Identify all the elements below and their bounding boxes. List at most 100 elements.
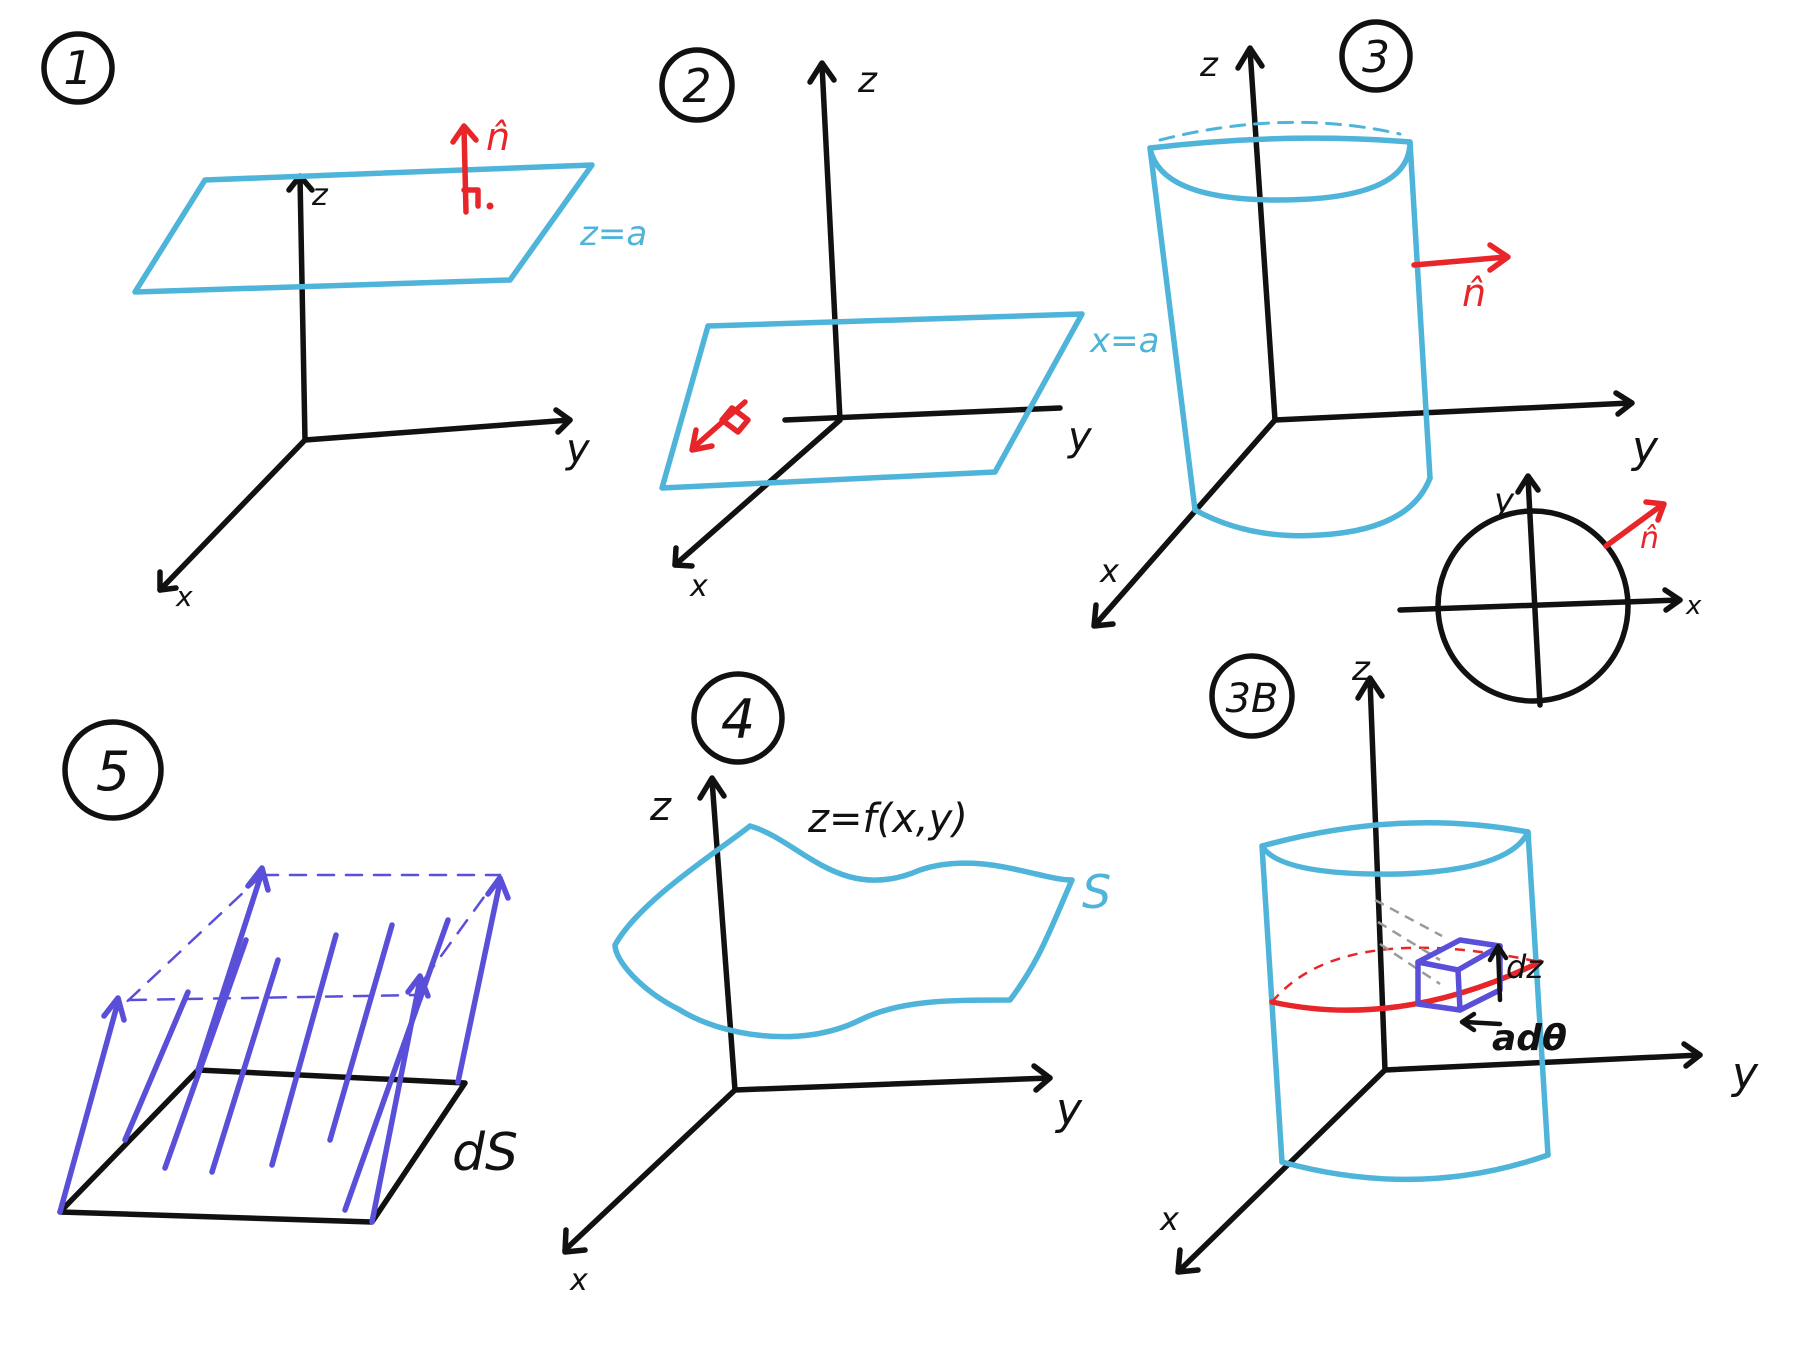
panel-2-x-label: x <box>689 569 708 604</box>
panel-1-y-axis <box>302 417 573 443</box>
panel-4-y-arrow-icon <box>1031 1063 1053 1093</box>
panel-1-surface-label: z=a <box>579 214 647 254</box>
panel-3b-number: 3B <box>1226 676 1279 722</box>
panel-3-inset-x-arrow-icon <box>1662 587 1683 613</box>
panel-2-x-arrow-icon <box>672 545 695 569</box>
panel-4-y-axis <box>732 1075 1053 1093</box>
panel-5-number: 5 <box>96 740 130 803</box>
panel-2-right-angle-icon <box>719 405 751 435</box>
panel-5-top-dashed-edge <box>128 993 422 1002</box>
panel-3b-guide-line <box>1374 898 1443 938</box>
panel-3-normal-arrow-icon <box>1487 242 1511 273</box>
panel-3-normal-label: n̂ <box>1462 271 1486 315</box>
panel-5-field-vector-arrow-icon <box>485 875 511 901</box>
panel-4-z-arrow-icon <box>697 775 727 801</box>
panel-4-z-axis <box>709 777 738 1093</box>
panel-3-number: 3 <box>1362 32 1390 83</box>
panel-1-x-label: x <box>175 580 193 613</box>
panel-5-surface-element <box>57 1067 468 1225</box>
panel-5-hatch-line <box>122 989 191 1143</box>
panel-3b-dz-arrow <box>1495 945 1503 1003</box>
panel-2-y-label: y <box>1067 414 1093 460</box>
panel-5-top-dashed-edge <box>116 873 264 1012</box>
panel-4: 4 z y x S z=f(x,y) <box>562 671 1111 1298</box>
panel-3b-adtheta-arrow <box>1462 1019 1503 1027</box>
panel-3-x-arrow-icon <box>1091 602 1116 629</box>
panel-1-x-axis <box>157 437 308 593</box>
panel-1-right-angle-icon <box>461 187 481 209</box>
panel-3-number-circle <box>1339 19 1413 93</box>
panel-1-normal-label: n̂ <box>486 115 510 159</box>
panel-2-z-label: z <box>857 60 878 101</box>
panel-5-field-vector-arrow-icon <box>101 995 127 1023</box>
panel-3-y-arrow-icon <box>1613 390 1635 417</box>
panel-3-x-label: x <box>1099 552 1120 590</box>
panel-3-cylinder-top-back <box>1158 120 1402 142</box>
panel-1-z-label: z <box>311 178 329 213</box>
panel-2-z-arrow-icon <box>807 60 837 85</box>
panel-5-hatch-line <box>327 922 395 1143</box>
panel-2: 2 z y x x=a <box>659 47 1159 604</box>
panel-4-number: 4 <box>721 688 755 751</box>
panel-4-surface-label: S <box>1082 865 1111 919</box>
panel-3b-x-axis <box>1177 1067 1388 1273</box>
panel-3-normal-vector <box>1411 254 1509 268</box>
panel-3-inset-x-label: x <box>1685 591 1702 621</box>
panel-3b-adtheta-label: adθ <box>1492 1018 1567 1059</box>
panel-3: 3 z y x n̂ x y n̂ <box>1091 19 1702 708</box>
panel-3-x-axis <box>1092 417 1278 628</box>
panel-3b-volume-element-edges <box>1415 943 1503 1013</box>
panel-2-y-axis <box>782 405 1063 423</box>
panel-3b-cylinder-top <box>1259 819 1531 877</box>
panel-3b-ring-back <box>1271 946 1541 1003</box>
panel-3-inset-y-arrow-icon <box>1515 473 1541 495</box>
panel-5-element-label: dS <box>452 1123 518 1183</box>
panel-1-normal-arrow-icon <box>450 123 479 145</box>
panel-3b-z-label: z <box>1351 649 1371 689</box>
panel-2-x-axis <box>672 417 843 568</box>
panel-3b-y-label: y <box>1730 1048 1759 1099</box>
panel-3-inset-x-axis <box>1397 597 1683 613</box>
panel-3b-guide-line <box>1379 942 1441 986</box>
panel-5-hatch-line <box>269 932 339 1168</box>
panel-3-z-label: z <box>1199 45 1219 85</box>
panel-3b-y-arrow-icon <box>1681 1041 1703 1069</box>
panel-3b-z-arrow-icon <box>1355 675 1385 701</box>
panel-3-inset-y-label: y <box>1493 481 1515 521</box>
panel-4-number-circle <box>691 671 785 765</box>
panel-1-x-arrow-icon <box>157 569 179 593</box>
panel-3b-cylinder-bottom <box>1279 1152 1551 1183</box>
panel-3-inset-normal-vector <box>1603 502 1665 549</box>
panel-5-hatch-line <box>162 937 249 1171</box>
panel-4-x-axis <box>562 1087 738 1253</box>
panel-3-cylinder-left-edge <box>1147 145 1198 513</box>
panel-5-field-vector <box>455 879 503 1085</box>
panel-3-z-arrow-icon <box>1235 45 1265 71</box>
panel-3-cylinder-bottom <box>1192 475 1433 539</box>
panel-2-plane-x-equals-a <box>659 311 1085 491</box>
panel-3-inset-normal-label: n̂ <box>1640 521 1659 556</box>
panel-3-inset-normal-arrow-icon <box>1643 499 1667 523</box>
panel-3-y-label: y <box>1630 422 1659 473</box>
panel-3-cylinder-top <box>1147 135 1413 203</box>
panel-5-hatch-line <box>342 917 451 1213</box>
panel-1-number: 1 <box>63 41 92 95</box>
panel-5-hatch-line <box>209 957 281 1175</box>
panel-3-cylinder-right-edge <box>1407 139 1433 481</box>
panel-1-normal-vector <box>461 125 469 215</box>
panel-3b-adtheta-arrow-icon <box>1459 1011 1477 1033</box>
panel-3b-dz-label: dz <box>1506 948 1544 986</box>
panel-1-plane-z-equals-a <box>132 162 595 295</box>
panel-2-normal-arrow-icon <box>689 427 715 453</box>
panel-4-x-label: x <box>569 1263 588 1298</box>
panel-2-number-circle <box>659 47 735 123</box>
panel-3-y-axis <box>1272 400 1633 423</box>
panel-5-number-circle <box>62 719 164 821</box>
panel-3b-dz-arrow-icon <box>1487 943 1509 963</box>
panel-1-dot-icon <box>486 202 494 210</box>
panel-3b-x-label: x <box>1159 1200 1180 1238</box>
panel-1: 1 z y x z=a n̂ <box>41 31 647 613</box>
panel-1-number-circle <box>41 31 115 105</box>
panel-4-y-label: y <box>1054 1084 1083 1135</box>
